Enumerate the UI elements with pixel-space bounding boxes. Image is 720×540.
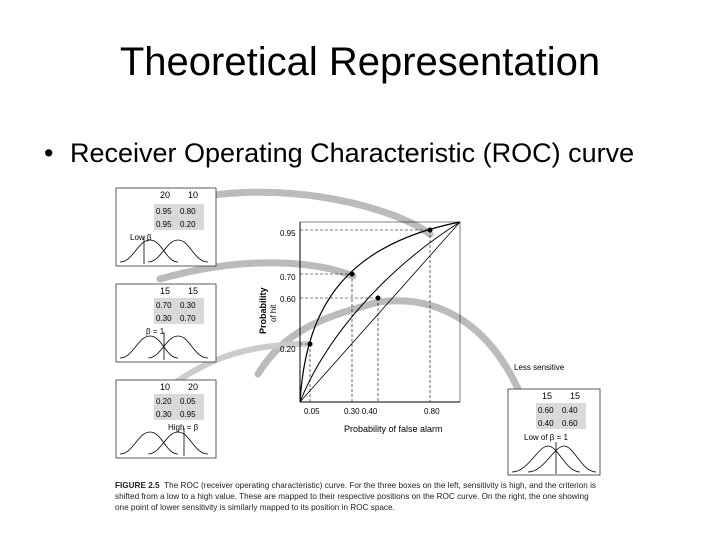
roc-point xyxy=(349,271,355,277)
panel1-header-b: 10 xyxy=(188,190,198,200)
y-tick-label: 0.60 xyxy=(280,295,296,304)
panel3-cell: 0.20 xyxy=(156,397,172,406)
panel1-header-a: 20 xyxy=(160,190,170,200)
roc-point xyxy=(307,341,313,347)
roc-figure: 20 10 0.95 0.80 0.95 0.20 Low β 15 15 0.… xyxy=(108,184,608,524)
panel2-cell: 0.70 xyxy=(180,314,196,323)
mapping-arrow-3 xyxy=(254,297,522,393)
panel3-beta: High = β xyxy=(168,423,199,432)
mapping-arrow-2 xyxy=(156,259,357,283)
panel2-cell: 0.30 xyxy=(156,314,172,323)
right-panel-cell: 0.40 xyxy=(562,406,578,415)
slide-title: Theoretical Representation xyxy=(119,40,601,84)
right-panel-cell: 0.40 xyxy=(538,419,554,428)
panel-mid-beta: 15 15 0.70 0.30 0.30 0.70 β = 1 xyxy=(115,283,217,363)
panel1-beta: Low β xyxy=(130,233,152,242)
roc-curve-high xyxy=(299,221,461,403)
x-tick-label: 0.05 xyxy=(304,407,320,416)
panel2-header-a: 15 xyxy=(160,286,170,296)
bullet-item: • Receiver Operating Characteristic (ROC)… xyxy=(44,138,634,169)
bullet-text: Receiver Operating Characteristic (ROC) … xyxy=(70,138,635,168)
roc-axes xyxy=(299,221,461,403)
panel3-cell: 0.05 xyxy=(180,397,196,406)
roc-point xyxy=(375,295,381,301)
panel3-cell: 0.30 xyxy=(156,410,172,419)
panel2-header-b: 15 xyxy=(188,286,198,296)
panel2-beta: β = 1 xyxy=(146,327,165,336)
y-tick-label: 0.95 xyxy=(280,229,296,238)
panel3-header-a: 10 xyxy=(160,382,170,392)
panel2-cell: 0.70 xyxy=(156,301,172,310)
roc-figure-svg: 20 10 0.95 0.80 0.95 0.20 Low β 15 15 0.… xyxy=(115,187,601,476)
right-panel-cell: 0.60 xyxy=(562,419,578,428)
panel2-cell: 0.30 xyxy=(180,301,196,310)
right-panel-header-a: 15 xyxy=(542,391,552,401)
panel-less-sensitive: Less sensitive 15 15 0.60 0.40 0.40 0.60… xyxy=(507,363,601,476)
y-tick-label: 0.70 xyxy=(280,273,296,282)
panel3-cell: 0.95 xyxy=(180,410,196,419)
y-axis-label: Probability xyxy=(258,287,268,334)
panel-high-beta: 10 20 0.20 0.05 0.30 0.95 High = β xyxy=(115,379,217,459)
less-sensitive-label: Less sensitive xyxy=(514,363,565,372)
figure-caption: FIGURE 2.5 The ROC (receiver operating c… xyxy=(115,480,603,513)
panel1-cell: 0.95 xyxy=(156,207,172,216)
right-panel-beta: Low of β = 1 xyxy=(524,433,569,442)
x-tick-label: 0.80 xyxy=(424,407,440,416)
y-axis-label-2: of hit xyxy=(269,304,278,322)
panel1-cell: 0.95 xyxy=(156,220,172,229)
caption-lead: FIGURE 2.5 xyxy=(115,481,160,490)
panel1-cell: 0.80 xyxy=(180,207,196,216)
panel3-header-b: 20 xyxy=(188,382,198,392)
bullet-dot-icon: • xyxy=(44,138,54,168)
right-panel-header-b: 15 xyxy=(570,391,580,401)
x-tick-label: 0.30 0.40 xyxy=(344,407,378,416)
x-axis-label: Probability of false alarm xyxy=(344,424,443,434)
y-tick-label: 0.20 xyxy=(280,345,296,354)
roc-point xyxy=(427,227,433,233)
right-panel-cell: 0.60 xyxy=(538,406,554,415)
panel1-cell: 0.20 xyxy=(180,220,196,229)
caption-text: The ROC (receiver operating characterist… xyxy=(115,481,597,512)
panel-low-beta: 20 10 0.95 0.80 0.95 0.20 Low β xyxy=(115,187,217,267)
roc-curve-low xyxy=(299,221,461,403)
